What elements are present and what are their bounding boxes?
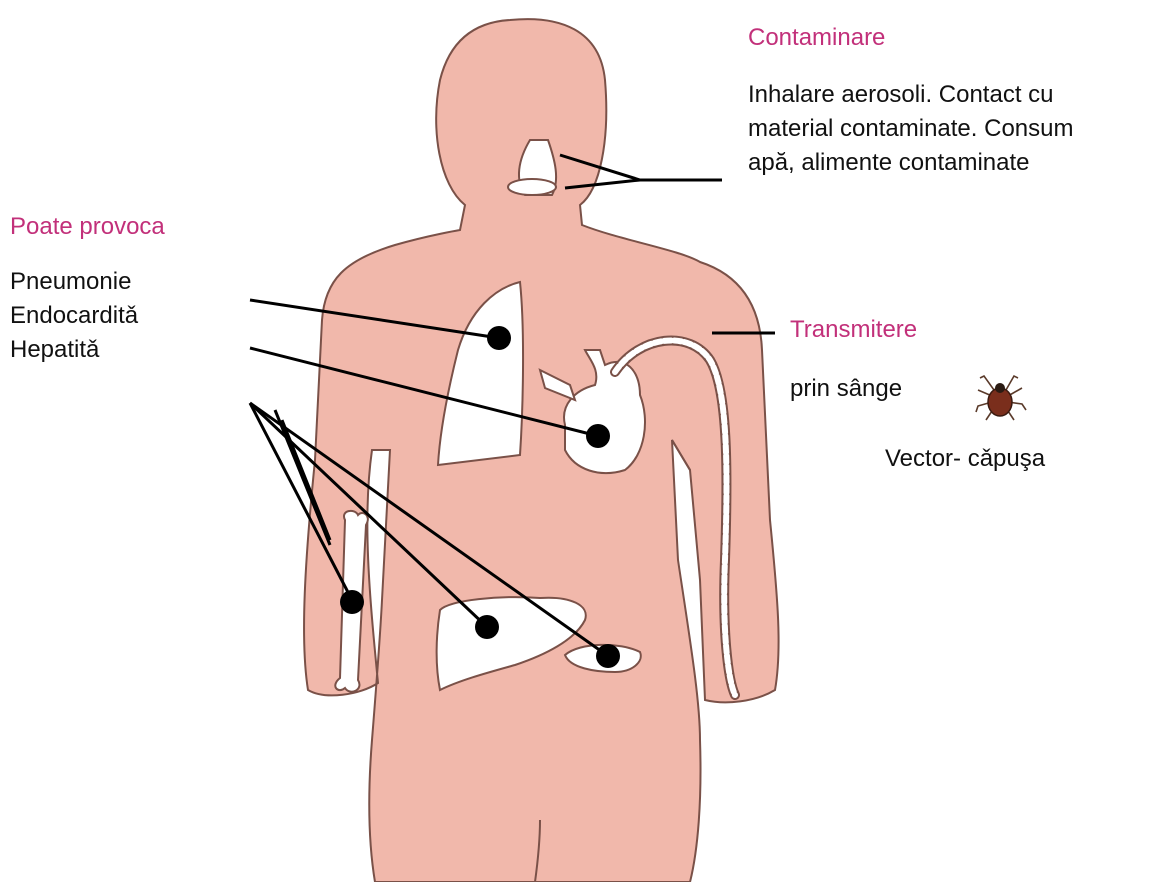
tick-icon bbox=[976, 376, 1026, 420]
transmission-heading: Transmitere bbox=[790, 316, 917, 344]
can-cause-item-pneumonie: Pneumonie bbox=[10, 265, 138, 299]
marker-spleen bbox=[596, 644, 620, 668]
contamination-text: Inhalare aerosoli. Contact cu material c… bbox=[748, 78, 1073, 180]
marker-lung bbox=[487, 326, 511, 350]
can-cause-item-endocardita: Endocarditǎ bbox=[10, 299, 138, 333]
contamination-line-1: Inhalare aerosoli. Contact cu bbox=[748, 78, 1073, 112]
transmission-vector: Vector- cǎpuşa bbox=[885, 442, 1045, 476]
contamination-heading: Contaminare bbox=[748, 24, 885, 52]
marker-heart bbox=[586, 424, 610, 448]
marker-bone bbox=[340, 590, 364, 614]
mouth bbox=[508, 179, 556, 195]
can-cause-heading: Poate provoca bbox=[10, 213, 165, 241]
marker-liver bbox=[475, 615, 499, 639]
contamination-line-3: apă, alimente contaminate bbox=[748, 146, 1073, 180]
contamination-line-2: material contaminate. Consum bbox=[748, 112, 1073, 146]
can-cause-list: Pneumonie Endocarditǎ Hepatitǎ bbox=[10, 265, 138, 367]
can-cause-item-hepatita: Hepatitǎ bbox=[10, 333, 138, 367]
transmission-via: prin sânge bbox=[790, 372, 902, 406]
